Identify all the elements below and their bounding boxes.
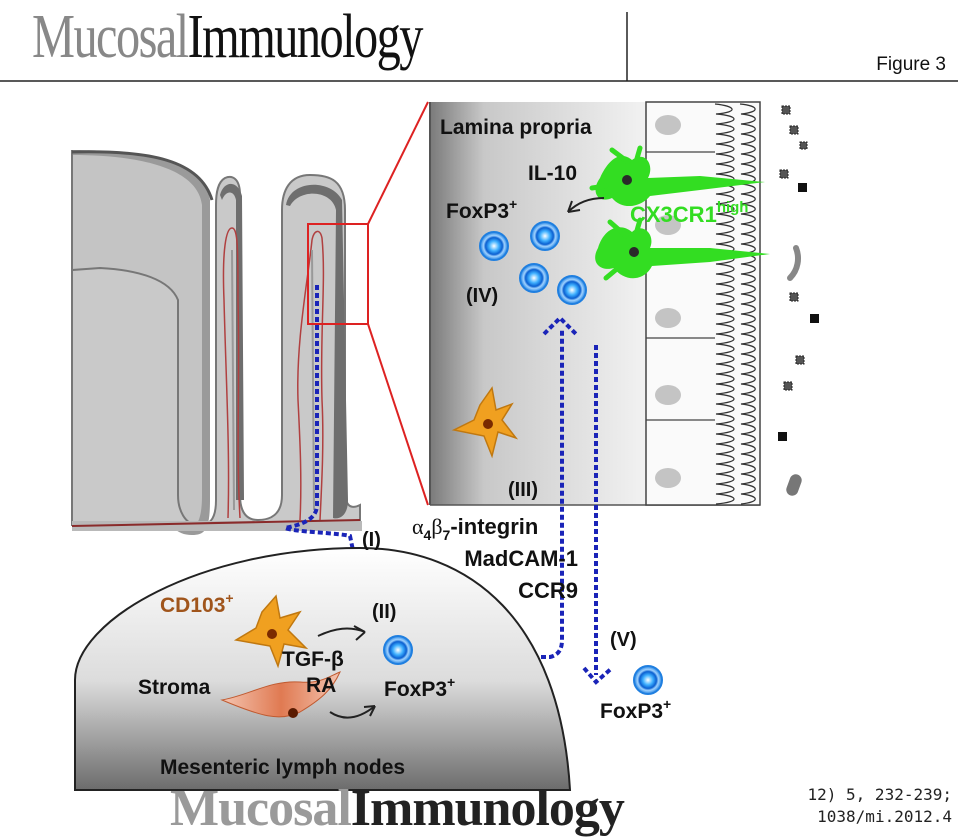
label-step-iii: (III) xyxy=(508,479,538,501)
foxp3-v-sup: + xyxy=(663,696,671,712)
citation: 12) 5, 232-239; 1038/mi.2012.4 xyxy=(808,784,953,828)
label-il10: IL-10 xyxy=(528,162,577,185)
cx3cr1-macrophage-bottom xyxy=(595,217,770,281)
integrin-sub4: 4 xyxy=(424,527,432,543)
label-cd103: CD103+ xyxy=(160,590,234,617)
cx3cr1-text: CX3CR1 xyxy=(630,202,717,227)
integrin-rest: -integrin xyxy=(450,514,538,539)
treg-cell-ln xyxy=(383,635,413,665)
il10-arrowhead xyxy=(567,200,581,213)
il10-arrow xyxy=(567,197,605,213)
logo-bottom-mucosal: Mucosal xyxy=(170,780,352,837)
villi-tissue xyxy=(71,150,362,535)
label-ccr9: CCR9 xyxy=(518,578,578,603)
integrin-sub7: 7 xyxy=(443,527,451,543)
label-tgfb: TGF-β xyxy=(282,648,344,671)
stroma-cell xyxy=(220,671,341,718)
label-step-v: (V) xyxy=(610,629,637,651)
label-foxp3-v: FoxP3+ xyxy=(600,696,671,723)
label-stroma: Stroma xyxy=(138,676,211,699)
label-cx3cr1: CX3CR1high xyxy=(630,199,748,227)
dendritic-cell-lp xyxy=(451,386,519,459)
logo-bottom-immunology: Immunology xyxy=(350,780,625,837)
citation-line-2: 1038/mi.2012.4 xyxy=(817,807,952,826)
cd103-sup: + xyxy=(225,590,233,606)
treg-cell-circulating xyxy=(633,665,663,695)
stroma-arrowhead xyxy=(363,705,376,717)
cx3cr1-sup: high xyxy=(717,199,749,216)
migration-paths xyxy=(277,285,598,675)
label-integrin: α4β7-integrin xyxy=(412,514,538,543)
label-ra: RA xyxy=(306,674,336,697)
stroma-arrow xyxy=(329,705,376,719)
cd103-arrowhead xyxy=(353,625,366,641)
citation-line-1: 12) 5, 232-239; xyxy=(807,785,953,804)
epithelium xyxy=(645,101,761,506)
logo-word-mucosal: Mucosal xyxy=(32,3,189,71)
foxp3-top-text: FoxP3 xyxy=(446,200,509,223)
zoom-indicator xyxy=(307,101,429,506)
label-madcam: MadCAM-1 xyxy=(464,546,578,571)
foxp3-v-text: FoxP3 xyxy=(600,700,663,723)
logo-word-immunology: Immunology xyxy=(187,3,424,71)
cx3cr1-macrophage-top xyxy=(589,145,765,207)
path-arrowheads xyxy=(316,315,614,685)
label-mln: Mesenteric lymph nodes xyxy=(160,756,405,779)
label-step-i: (I) xyxy=(362,529,381,551)
mesenteric-lymph-node xyxy=(74,546,572,791)
treg-cells-lp xyxy=(479,221,587,305)
integrin-alpha: α xyxy=(412,514,424,539)
integrin-beta: β xyxy=(431,514,442,539)
label-lamina-propria: Lamina propria xyxy=(440,116,592,139)
luminal-particles xyxy=(778,105,819,496)
foxp3-top-sup: + xyxy=(509,196,517,212)
foxp3-ln-sup: + xyxy=(447,674,455,690)
header-rules xyxy=(0,12,958,82)
label-foxp3-top: FoxP3+ xyxy=(446,196,517,223)
label-step-ii: (II) xyxy=(372,601,396,623)
label-step-iv: (IV) xyxy=(466,285,498,307)
cd103-dendritic-cell xyxy=(233,594,309,669)
label-foxp3-ln: FoxP3+ xyxy=(384,674,455,701)
figure-label: Figure 3 xyxy=(876,54,946,75)
journal-logo-top: MucosalImmunology xyxy=(32,2,424,72)
cd103-text: CD103 xyxy=(160,594,225,617)
journal-logo-bottom: MucosalImmunology xyxy=(170,780,625,838)
foxp3-ln-text: FoxP3 xyxy=(384,678,447,701)
